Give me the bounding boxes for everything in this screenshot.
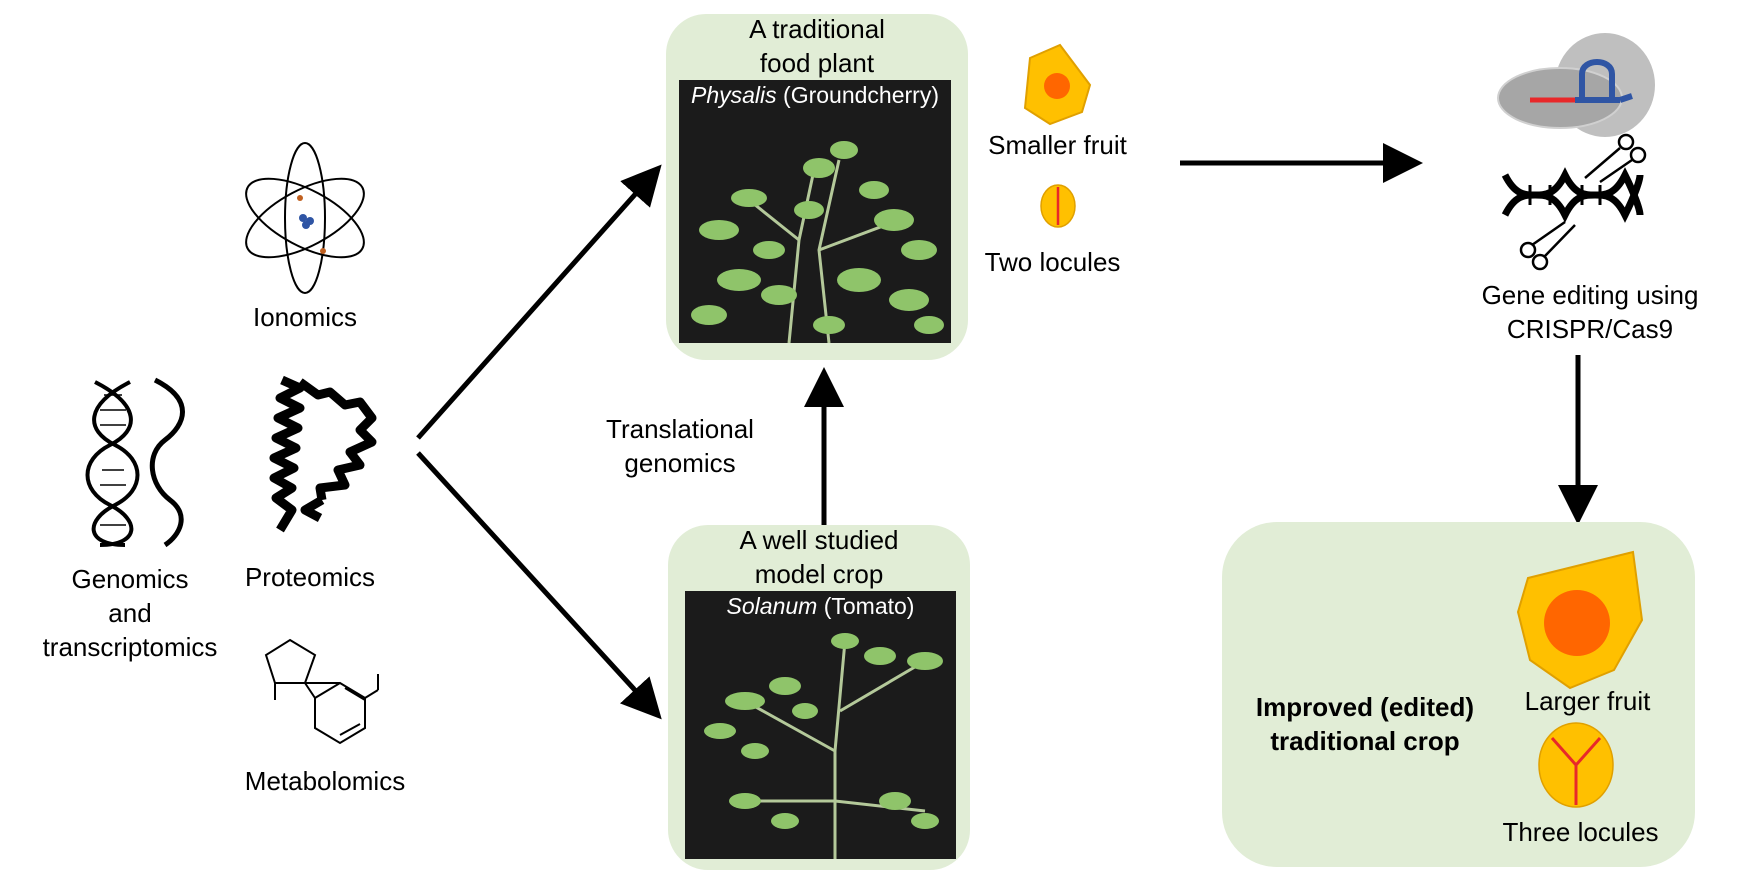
solanum-photo: Solanum (Tomato) bbox=[685, 591, 956, 859]
arrow-to-model bbox=[416, 451, 662, 720]
translational-label-line1: Translational bbox=[606, 414, 754, 444]
genomics-label-line3: transcriptomics bbox=[42, 632, 218, 662]
improved-title-line2: traditional crop bbox=[1270, 726, 1460, 756]
metabolomics-label: Metabolomics bbox=[244, 766, 406, 796]
arrow-to-traditional bbox=[416, 164, 662, 440]
two-locules-label: Two locules bbox=[984, 247, 1121, 277]
physalis-photo: Physalis (Groundcherry) bbox=[679, 80, 951, 343]
traditional-title-line1: A traditional bbox=[749, 14, 885, 44]
three-locules-label: Three locules bbox=[1502, 817, 1659, 847]
larger-fruit-label: Larger fruit bbox=[1524, 686, 1651, 716]
improved-title-line1: Improved (edited) bbox=[1255, 692, 1475, 722]
smaller-fruit-label: Smaller fruit bbox=[988, 130, 1127, 160]
model-title-line2: model crop bbox=[754, 559, 884, 589]
ionomics-label: Ionomics bbox=[252, 302, 358, 332]
translational-label-line2: genomics bbox=[624, 448, 736, 478]
gene-editing-label-line2: CRISPR/Cas9 bbox=[1506, 314, 1674, 344]
physalis-caption: Physalis (Groundcherry) bbox=[691, 82, 939, 108]
model-title-line1: A well studied bbox=[739, 525, 899, 555]
gene-editing-label-line1: Gene editing using bbox=[1481, 280, 1699, 310]
proteomics-label: Proteomics bbox=[244, 562, 376, 592]
genomics-label-line2: and bbox=[108, 598, 152, 628]
traditional-title-line2: food plant bbox=[759, 48, 875, 78]
genomics-label-line1: Genomics bbox=[71, 564, 189, 594]
solanum-caption: Solanum (Tomato) bbox=[726, 593, 915, 619]
